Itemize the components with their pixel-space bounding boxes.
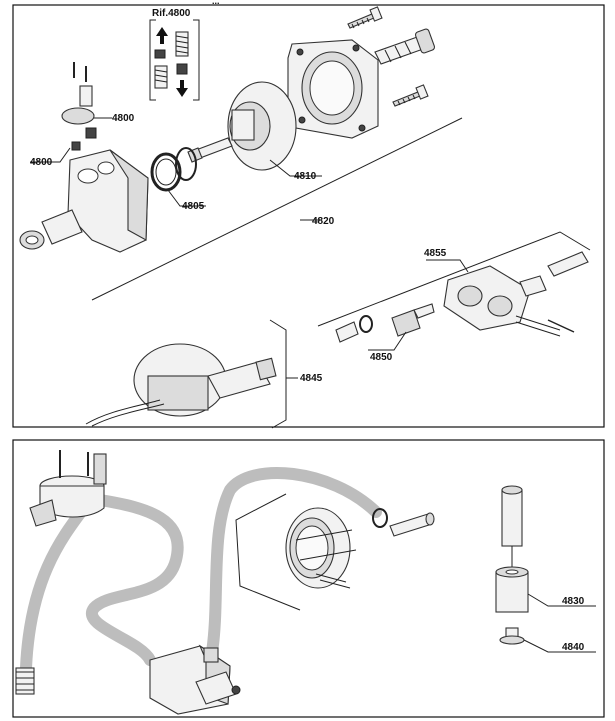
label-4850: 4850	[370, 352, 393, 363]
pin-icon	[73, 62, 87, 82]
leader-line	[426, 259, 469, 273]
sleeve-part-4830	[495, 566, 529, 613]
bottom-panel: 4830 4840	[12, 439, 605, 718]
spring-icon	[154, 65, 168, 89]
valve-fitting-icon	[29, 450, 107, 527]
diaphragm-disc	[227, 81, 297, 171]
screw-icon	[392, 84, 429, 107]
label-4810: 4810	[294, 171, 317, 182]
hose-line	[20, 502, 90, 674]
label-4830: 4830	[562, 596, 585, 607]
top-panel: Rif.4800	[12, 4, 605, 429]
valve-seat-icon	[176, 63, 188, 75]
leader-line	[167, 189, 206, 207]
inlet-fitting-icon	[374, 28, 436, 65]
assembly-line	[91, 117, 463, 301]
seal-parts-4850	[335, 303, 435, 343]
valve-seat-icon	[154, 49, 166, 59]
leader-line	[527, 593, 596, 607]
leader-line	[269, 159, 322, 177]
valve-seat-icon	[71, 141, 81, 151]
pump-body-icon	[149, 644, 241, 715]
spring-icon	[175, 31, 189, 57]
label-4820: 4820	[312, 216, 335, 227]
label-4855: 4855	[424, 248, 447, 259]
label-4805: 4805	[182, 201, 205, 212]
bottom-panel-frame	[12, 439, 605, 718]
tube-part-icon	[501, 485, 523, 570]
assembly-line	[317, 231, 591, 327]
arrow-up-icon	[156, 27, 168, 44]
filter-icon	[15, 667, 35, 695]
label-4800-lower: 4800	[30, 157, 53, 168]
cropped-header-text: ...	[212, 0, 220, 6]
leader-line	[523, 639, 596, 653]
leader-line	[368, 331, 407, 351]
label-4840: 4840	[562, 642, 585, 653]
pump-head-body	[41, 149, 149, 253]
snap-ring-icon	[175, 147, 197, 181]
shaft-icon	[389, 512, 435, 537]
snap-ring-icon	[372, 508, 388, 528]
label-4800-upper: 4800	[112, 113, 135, 124]
label-4845: 4845	[300, 373, 323, 384]
cap-part-4840	[499, 627, 525, 645]
bracket-line	[269, 319, 287, 429]
pump-assembly-4855	[443, 251, 589, 337]
nut-icon	[19, 230, 45, 250]
leader-line	[30, 147, 71, 163]
top-panel-frame	[12, 4, 605, 428]
pump-flange-housing	[287, 39, 379, 139]
motor-coupling-4845	[85, 343, 277, 427]
o-ring-icon	[150, 152, 182, 192]
rif-4800-label: Rif.4800	[152, 8, 191, 19]
flange-cutaway	[235, 493, 357, 611]
valve-cap-icon	[61, 85, 95, 125]
screw-icon	[347, 6, 383, 29]
hose-line	[206, 467, 382, 658]
rif-4800-inset: Rif.4800	[149, 8, 200, 101]
valve-seat-icon	[85, 127, 97, 139]
hose-line	[86, 494, 184, 666]
arrow-down-icon	[176, 80, 188, 97]
